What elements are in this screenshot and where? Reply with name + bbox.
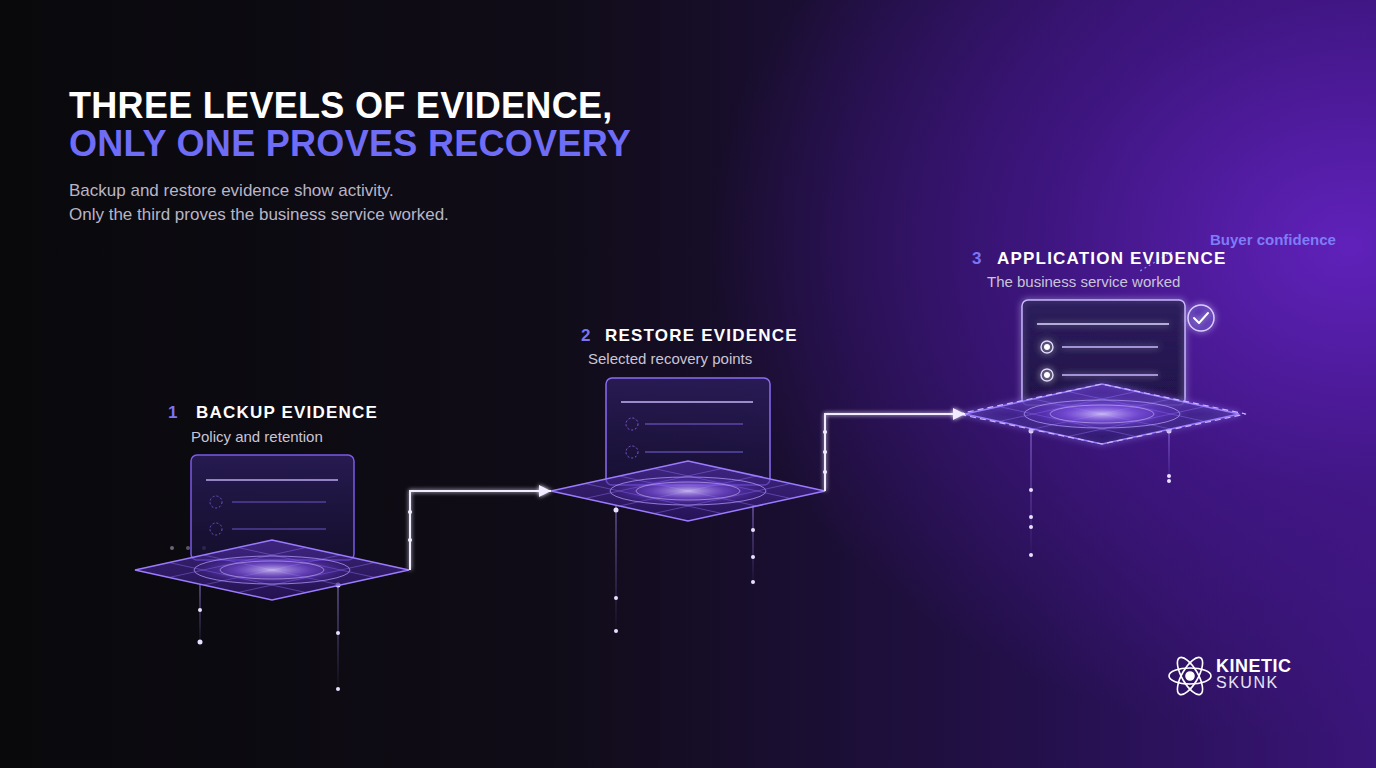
card-line <box>645 424 743 425</box>
connector-group <box>410 414 965 570</box>
drip-line <box>752 505 753 588</box>
drip-dot <box>1167 479 1171 483</box>
connector-dot <box>823 430 827 434</box>
step-heading: BACKUP EVIDENCE <box>196 403 378 423</box>
check-mark <box>1194 313 1208 323</box>
connector-dot <box>408 510 412 514</box>
flow-arrow <box>410 491 551 570</box>
drip-dot <box>1029 488 1033 492</box>
drip-dot <box>336 631 340 635</box>
step-description: Policy and retention <box>191 428 323 446</box>
radio-bullet <box>1041 341 1053 353</box>
card-line <box>232 502 326 503</box>
radio-bullet <box>1041 369 1053 381</box>
logo-wordmark: KINETIC <box>1216 657 1292 675</box>
check-circle <box>1188 305 1214 331</box>
drip-dot <box>614 629 618 633</box>
connector-dot <box>823 470 827 474</box>
platform <box>965 384 1239 444</box>
drip-line <box>1030 428 1031 560</box>
card-bullet <box>626 446 638 458</box>
logo-orbit <box>1169 668 1211 684</box>
drip-dot <box>614 508 619 513</box>
drip-line <box>615 505 616 636</box>
logo-wordmark: SKUNK <box>1216 675 1279 691</box>
drip-dot <box>614 596 618 600</box>
drip-dot <box>1029 515 1033 519</box>
decor-dot <box>186 546 190 550</box>
step-heading: APPLICATION EVIDENCE <box>997 249 1227 269</box>
drip-dot <box>751 528 755 532</box>
evidence-stage: 3 APPLICATION EVIDENCE The business servic… <box>965 248 1239 443</box>
logo-orbit <box>1173 654 1208 698</box>
logo-icon <box>1169 654 1211 698</box>
diagram-caption: Backup and restore evidence show activit… <box>69 180 394 202</box>
step-number: 3 <box>972 249 981 269</box>
decor-dot <box>170 546 174 550</box>
step-description: Selected recovery points <box>588 350 752 368</box>
platform <box>551 461 825 521</box>
card-line <box>1062 374 1158 375</box>
drip-dot <box>751 555 755 559</box>
drip-dot <box>198 608 202 612</box>
title-accent-line: ONLY ONE PROVES RECOVERY <box>69 124 631 164</box>
drip-dot <box>336 687 340 691</box>
card-line <box>621 401 753 403</box>
evidence-stage: 1 BACKUP EVIDENCE Policy and retention <box>135 400 410 600</box>
drip-dot <box>1029 525 1033 529</box>
drip-dot <box>751 580 755 584</box>
check-badge <box>1188 305 1214 331</box>
step-heading: RESTORE EVIDENCE <box>605 326 798 346</box>
diagram-title: THREE LEVELS OF EVIDENCE, <box>69 86 613 126</box>
card-bullet <box>626 418 638 430</box>
drip-dot <box>198 640 203 645</box>
drip-dot <box>1029 553 1033 557</box>
step-number: 1 <box>168 403 177 423</box>
caption-line: Only the third proves the business servi… <box>69 204 449 226</box>
connector-dots <box>408 430 827 542</box>
card-line <box>645 452 743 453</box>
card-line <box>1037 323 1169 325</box>
platform <box>135 540 409 600</box>
card-line <box>1062 346 1158 347</box>
callout-label: Buyer confidence <box>1210 231 1336 249</box>
drip-dot <box>1167 474 1171 478</box>
radio-dot <box>1044 344 1050 350</box>
connector-dot <box>823 450 827 454</box>
card-line <box>232 529 326 530</box>
flow-arrow <box>825 414 965 491</box>
card-bullet <box>210 523 222 535</box>
step-number: 2 <box>581 326 590 346</box>
card-line <box>206 479 338 481</box>
logo-orbit <box>1173 654 1208 698</box>
step-description: The business service worked <box>987 273 1180 291</box>
card-bullet <box>210 496 222 508</box>
evidence-stage: 2 RESTORE EVIDENCE Selected recovery point… <box>551 325 825 521</box>
drip-line <box>337 585 338 695</box>
radio-dot <box>1044 372 1050 378</box>
platform-dashed-outline <box>958 384 1246 444</box>
logo-core <box>1186 672 1194 680</box>
connector-dot <box>408 538 412 542</box>
